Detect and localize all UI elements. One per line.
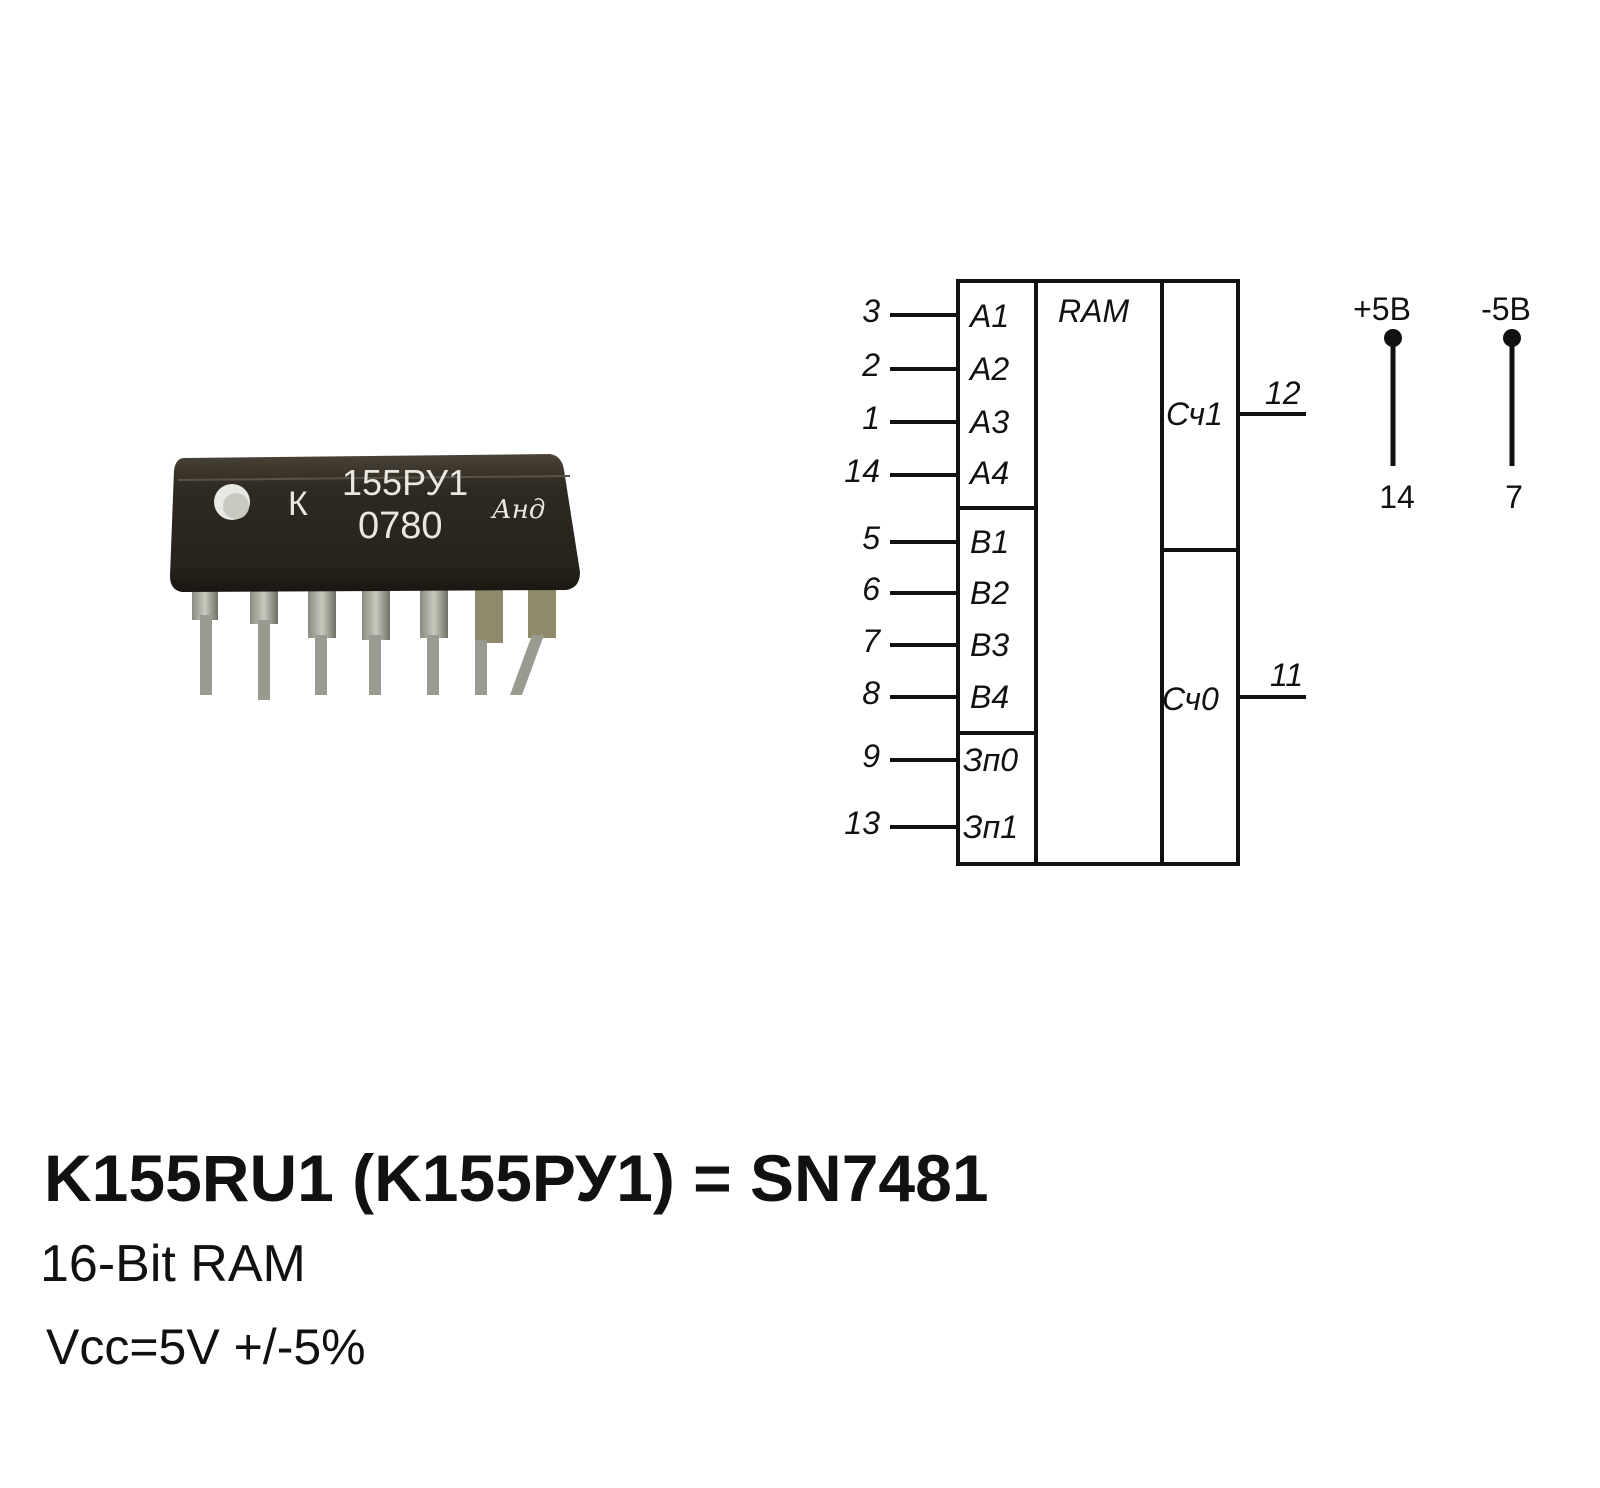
chip-photo: К 155РУ1 0780 Анд — [170, 454, 580, 700]
signal-label: A4 — [968, 455, 1009, 491]
pin-number: 13 — [844, 805, 880, 841]
chip-part-marking: 155РУ1 — [342, 462, 468, 503]
manufacturer-logo: Анд — [490, 495, 545, 525]
chip-legs — [192, 580, 556, 700]
signal-label: B1 — [970, 524, 1009, 560]
output-pin-number: 11 — [1270, 657, 1303, 693]
pin-number: 14 — [844, 453, 880, 489]
pin-number: 6 — [862, 571, 880, 607]
output-signal-label: Сч0 — [1162, 681, 1219, 717]
ram-label: RAM — [1058, 293, 1129, 329]
pin-number: 8 — [862, 675, 880, 711]
power-label: -5В — [1481, 291, 1531, 327]
pin-number: 3 — [862, 293, 880, 329]
output-signal-label: Сч1 — [1166, 396, 1223, 432]
output-pin-number: 12 — [1265, 375, 1301, 411]
pin-number: 7 — [862, 623, 881, 659]
signal-label: B2 — [970, 575, 1009, 611]
signal-label: A1 — [968, 298, 1009, 334]
ram-block — [956, 279, 1240, 866]
power-pin-number: 7 — [1505, 479, 1523, 515]
signal-label: B3 — [970, 627, 1009, 663]
power-pins — [1384, 329, 1521, 466]
pin-number: 2 — [861, 347, 880, 383]
signal-label: A2 — [968, 351, 1009, 387]
signal-label: Зп0 — [963, 742, 1018, 778]
power-pin-number: 14 — [1379, 479, 1415, 515]
chip-prefix: К — [288, 485, 308, 523]
power-label: +5В — [1353, 291, 1411, 327]
schematic: RAM 3 2 1 14 5 6 7 8 9 13 A1 A2 A3 A4 B1… — [844, 279, 1531, 866]
chip-date-code: 0780 — [358, 505, 443, 547]
part-description: 16-Bit RAM — [40, 1235, 306, 1293]
supply-spec: Vcc=5V +/-5% — [46, 1319, 366, 1375]
pin-number: 9 — [862, 738, 880, 774]
chip-body — [170, 454, 580, 592]
part-title: K155RU1 (K155РУ1) = SN7481 — [44, 1141, 989, 1215]
signal-label: Зп1 — [963, 809, 1018, 845]
output-pin-lines — [1238, 412, 1306, 699]
signal-label: A3 — [968, 404, 1009, 440]
ram-outline — [956, 279, 1240, 866]
signal-label: B4 — [970, 679, 1009, 715]
input-pin-lines — [890, 313, 958, 829]
pin-number: 1 — [862, 400, 880, 436]
pin-number: 5 — [862, 520, 880, 556]
